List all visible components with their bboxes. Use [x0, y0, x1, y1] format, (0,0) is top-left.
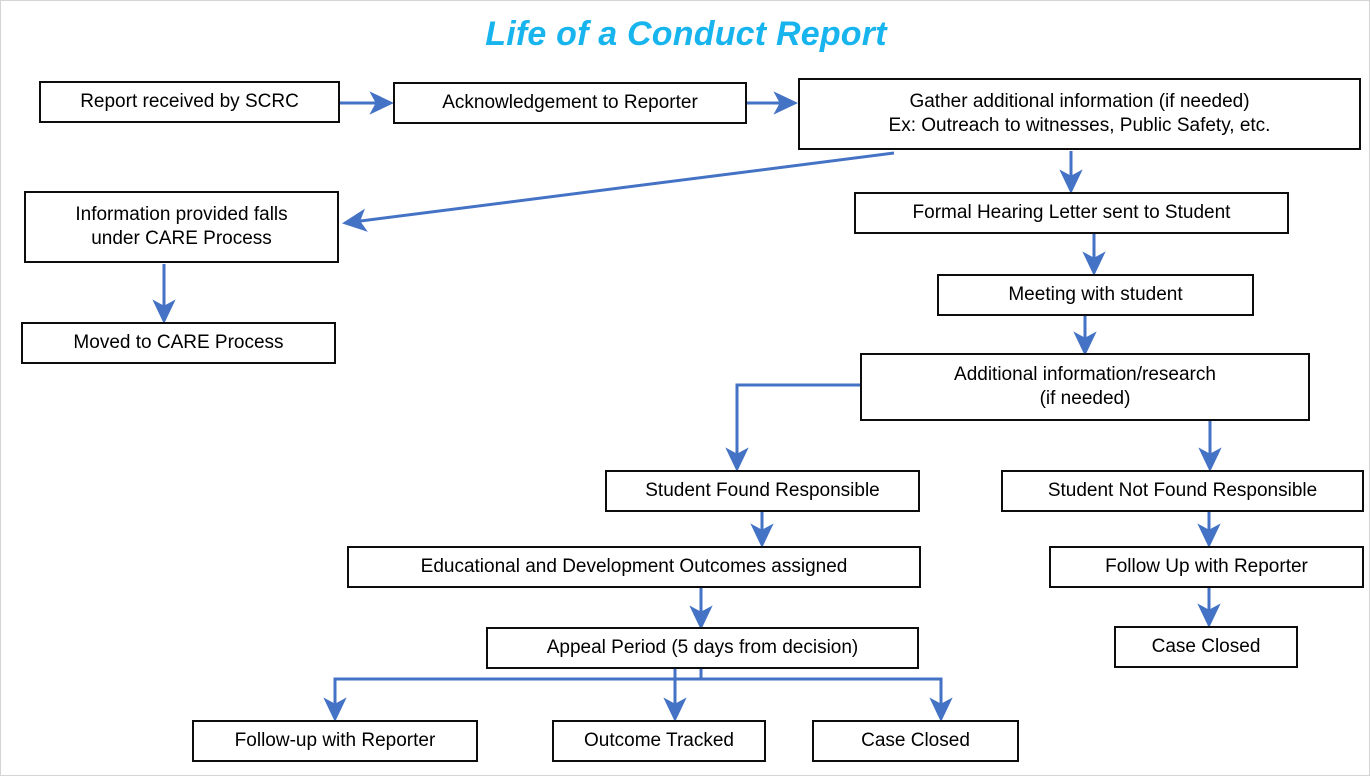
edge-gather-to-care — [342, 151, 895, 232]
node-formal-hearing-letter-label: Formal Hearing Letter sent to Student — [912, 202, 1231, 224]
node-additional-information-line1: Additional information/research — [954, 364, 1216, 386]
node-case-closed-bottom-label: Case Closed — [861, 730, 970, 752]
node-report-received-label: Report received by SCRC — [80, 91, 299, 113]
node-acknowledgement[interactable]: Acknowledgement to Reporter — [393, 82, 747, 124]
node-gather-information-line2: Ex: Outreach to witnesses, Public Safety… — [888, 115, 1271, 136]
node-follow-up-with-reporter-right-label: Follow Up with Reporter — [1105, 556, 1308, 578]
edge-additional-to-found-responsible — [725, 383, 860, 473]
node-follow-up-with-reporter-bottom-label: Follow-up with Reporter — [234, 730, 436, 752]
node-student-not-found-responsible[interactable]: Student Not Found Responsible — [1001, 470, 1364, 512]
node-gather-information[interactable]: Gather additional information (if needed… — [798, 78, 1361, 150]
node-outcomes-assigned[interactable]: Educational and Development Outcomes ass… — [347, 546, 921, 588]
node-outcome-tracked-label: Outcome Tracked — [584, 730, 734, 752]
node-case-closed-right-label: Case Closed — [1151, 636, 1261, 658]
node-care-process-line2: under CARE Process — [91, 228, 272, 249]
node-case-closed-bottom[interactable]: Case Closed — [812, 720, 1019, 762]
node-report-received[interactable]: Report received by SCRC — [39, 81, 340, 123]
edge-appeal-to-followup-bottom — [323, 669, 703, 723]
node-gather-information-line1: Gather additional information (if needed… — [909, 91, 1250, 113]
edge-appeal-to-case-closed — [699, 669, 953, 723]
node-follow-up-with-reporter-right[interactable]: Follow Up with Reporter — [1049, 546, 1364, 588]
node-case-closed-right[interactable]: Case Closed — [1114, 626, 1298, 668]
node-moved-to-care-process-label: Moved to CARE Process — [73, 332, 284, 354]
node-follow-up-with-reporter-bottom[interactable]: Follow-up with Reporter — [192, 720, 478, 762]
node-student-found-responsible[interactable]: Student Found Responsible — [605, 470, 920, 512]
node-outcomes-assigned-label: Educational and Development Outcomes ass… — [420, 556, 848, 578]
node-care-process[interactable]: Information provided falls under CARE Pr… — [24, 191, 339, 263]
node-acknowledgement-label: Acknowledgement to Reporter — [442, 92, 698, 114]
node-care-process-line1: Information provided falls — [75, 204, 288, 226]
node-formal-hearing-letter[interactable]: Formal Hearing Letter sent to Student — [854, 192, 1289, 234]
node-student-found-responsible-label: Student Found Responsible — [645, 480, 880, 502]
node-outcome-tracked[interactable]: Outcome Tracked — [552, 720, 766, 762]
node-appeal-period[interactable]: Appeal Period (5 days from decision) — [486, 627, 919, 669]
node-meeting-with-student[interactable]: Meeting with student — [937, 274, 1254, 316]
page-title: Life of a Conduct Report — [485, 15, 887, 53]
node-additional-information-research[interactable]: Additional information/research (if need… — [860, 353, 1310, 421]
node-student-not-found-responsible-label: Student Not Found Responsible — [1047, 480, 1318, 502]
node-additional-information-line2: (if needed) — [1039, 388, 1131, 409]
node-moved-to-care-process[interactable]: Moved to CARE Process — [21, 322, 336, 364]
node-meeting-with-student-label: Meeting with student — [1008, 284, 1183, 306]
node-appeal-period-label: Appeal Period (5 days from decision) — [546, 637, 859, 659]
